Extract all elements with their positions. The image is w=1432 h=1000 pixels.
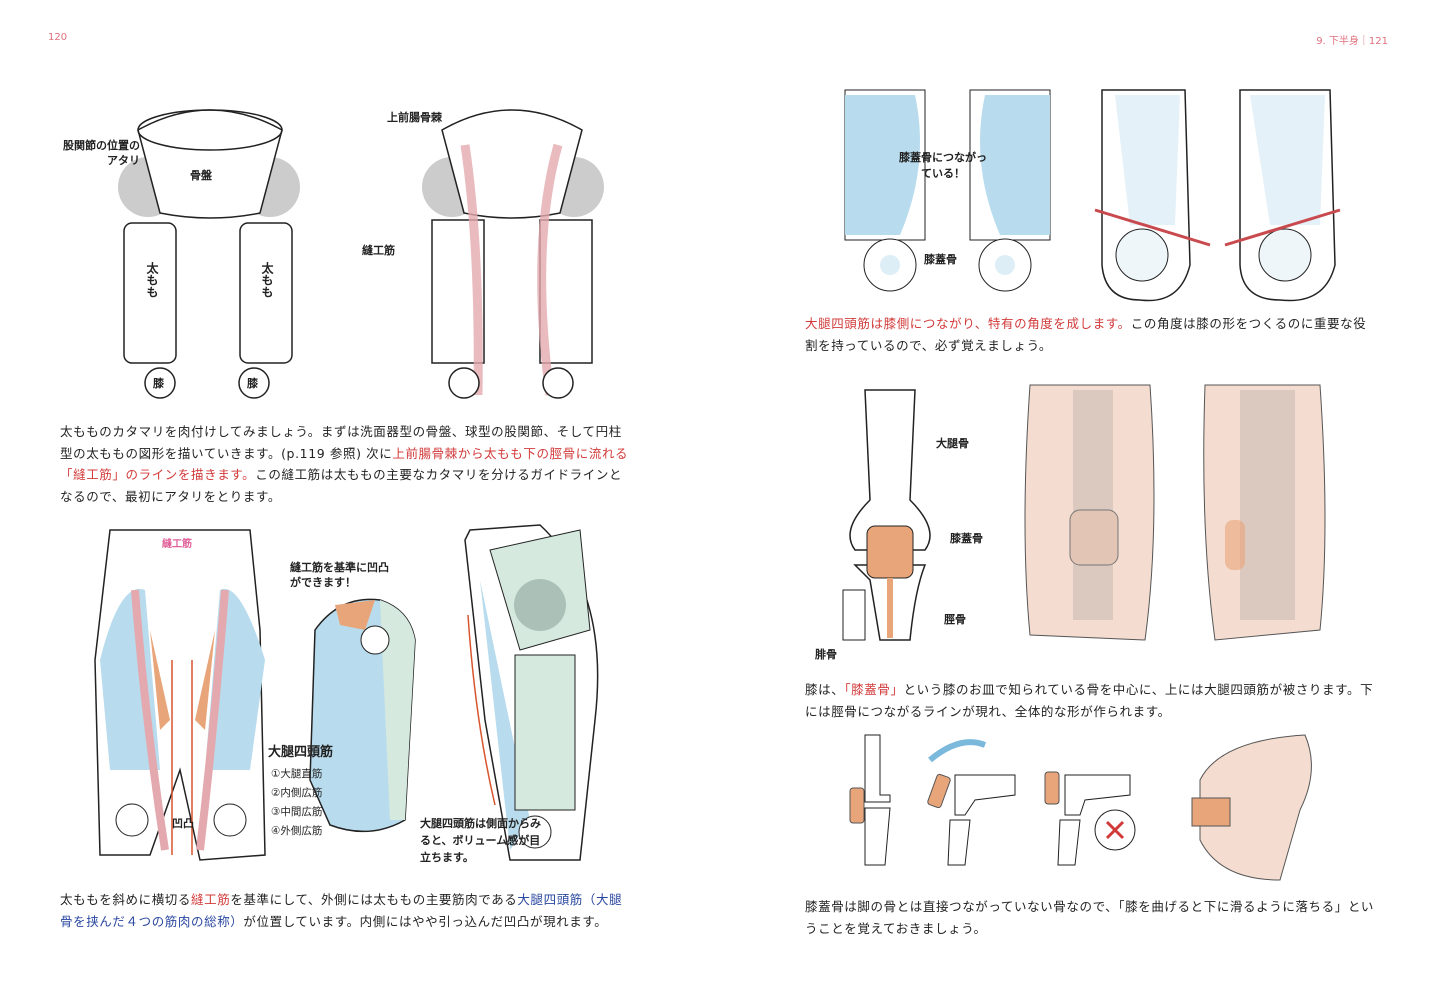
quadriceps-label: 大腿四頭筋 — [268, 745, 334, 760]
side-note: 大腿四頭筋は側面からみると、ボリューム感が目立ちます。 — [420, 817, 541, 864]
concave-label: 凹凸 — [172, 817, 194, 830]
paragraph-4: 膝は、「膝蓋骨」という膝のお皿で知られている骨を中心に、上には大腿四頭筋が被さり… — [805, 682, 1374, 719]
sartorius-pink-label: 縫工筋 — [162, 539, 192, 550]
patella-slide-diagram — [849, 734, 1312, 881]
paragraph-1: 太もものカタマリを肉付けしてみましょう。まずは洗面器型の骨盤、球型の股関節、そし… — [60, 424, 629, 504]
thigh-label-right: 太もも — [260, 262, 274, 298]
knee-label-right: 膝 — [247, 377, 258, 390]
muscle-3: ③中間広筋 — [271, 806, 323, 818]
tibia-label: 脛骨 — [944, 613, 966, 626]
muscle-1: ①大腿直筋 — [271, 768, 323, 780]
knee-label-left: 膝 — [153, 377, 164, 390]
fibula-label: 腓骨 — [815, 648, 837, 661]
pelvis-label: 骨盤 — [190, 169, 212, 182]
patella-label-fig3: 膝蓋骨 — [924, 253, 957, 266]
femur-label: 大腿骨 — [936, 437, 969, 450]
left-page-number: 120 — [48, 32, 68, 43]
paragraph-3: 大腿四頭筋は膝側につながり、特有の角度を成します。この角度は膝の形をつくるのに重… — [805, 316, 1367, 353]
paragraph-2: 太ももを斜めに横切る縫工筋を基準にして、外側には太ももの主要筋肉である大腿四頭筋… — [60, 892, 623, 929]
muscle-4: ④外側広筋 — [271, 825, 323, 837]
patella-connect-note: 膝蓋骨につながっている！ — [899, 151, 987, 180]
thigh-label-left: 太もも — [145, 262, 159, 298]
sartorius-note: 縫工筋を基準に凹凸ができます！ — [290, 561, 389, 589]
hip-joint-label: 股関節の位置のアタリ — [63, 139, 140, 167]
right-page-header: 9. 下半身｜121 — [1316, 36, 1388, 47]
thigh-muscle-diagram — [94, 524, 599, 861]
asis-label: 上前腸骨棘 — [387, 111, 442, 124]
patella-label-fig4: 膝蓋骨 — [950, 532, 983, 545]
quadriceps-angle-diagram — [844, 89, 1341, 302]
paragraph-5: 膝蓋骨は脚の骨とは直接つながっていない骨なので、「膝を曲げると下に滑るように落ち… — [805, 899, 1375, 936]
muscle-2: ②内側広筋 — [271, 787, 323, 799]
knee-bone-diagram — [842, 384, 1326, 641]
sartorius-label: 縫工筋 — [362, 244, 395, 257]
pelvis-thigh-diagram — [118, 109, 604, 399]
